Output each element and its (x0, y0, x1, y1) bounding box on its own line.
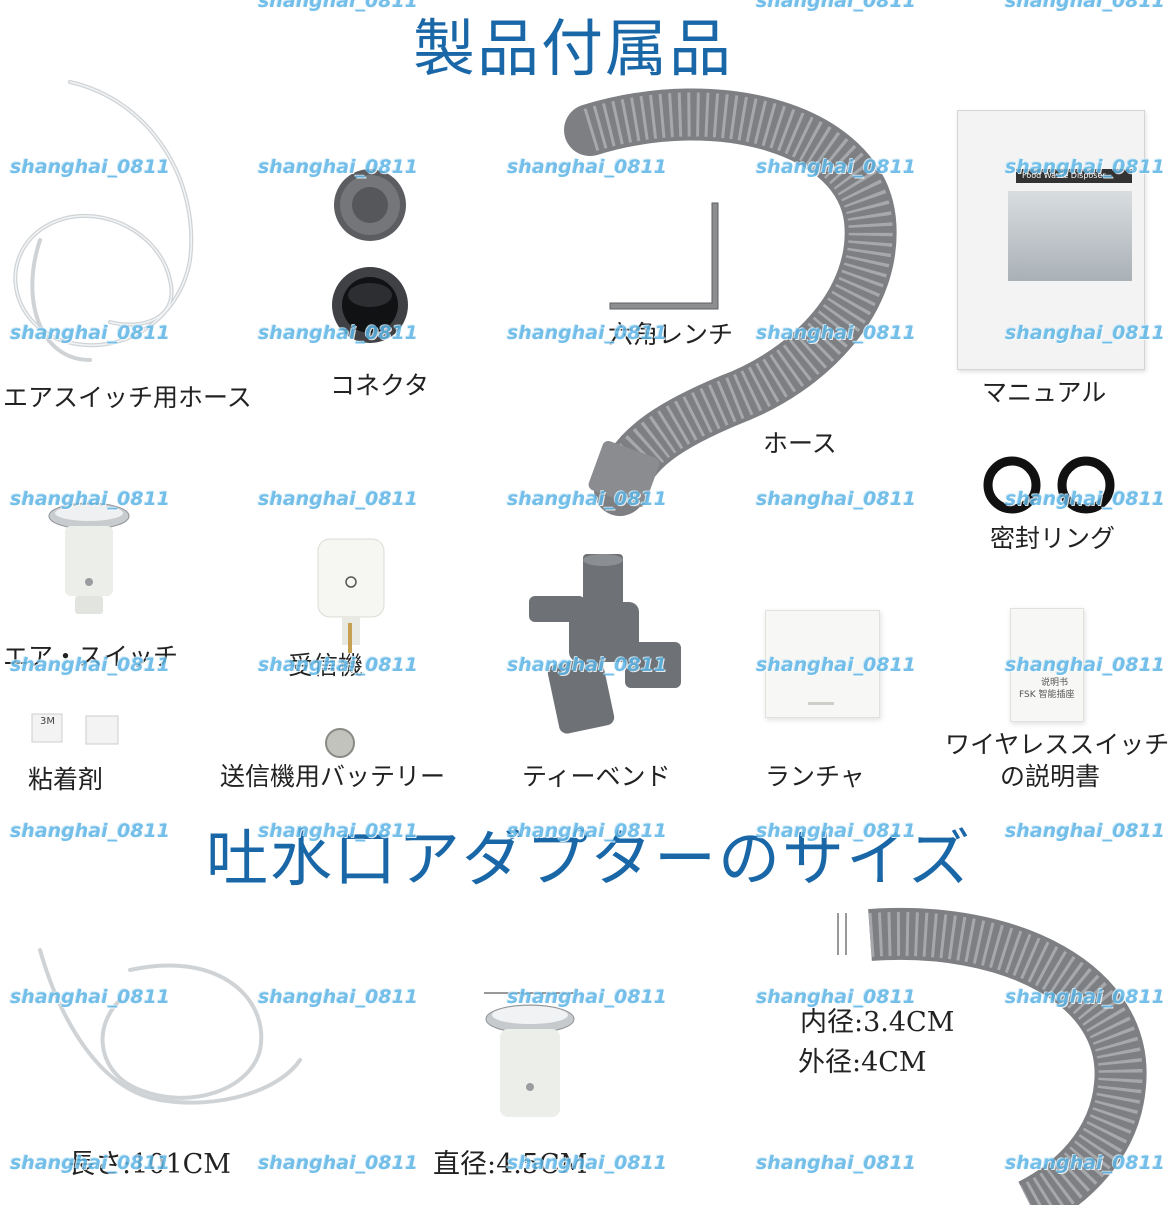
label-adhesive: 粘着剤 (28, 765, 104, 794)
watermark: shanghai_0811 (507, 654, 668, 676)
watermark: shanghai_0811 (507, 322, 668, 344)
label-receiver: 受信機 (288, 651, 364, 680)
leaflet-brand: FSK 智能插座 (1019, 690, 1075, 700)
watermark: shanghai_0811 (1005, 488, 1166, 510)
watermark: shanghai_0811 (258, 820, 419, 842)
watermark: shanghai_0811 (1005, 0, 1166, 12)
heading-adapter-size: 吐水口アダプターのサイズ (206, 822, 973, 895)
watermark: shanghai_0811 (756, 488, 917, 510)
hose-image (564, 88, 897, 516)
watermark: shanghai_0811 (756, 820, 917, 842)
label-inner-diameter: 内径:3.4CM (800, 1007, 955, 1038)
launcher-image (765, 610, 880, 718)
watermark: shanghai_0811 (756, 156, 917, 178)
tape-brand-label: 3M (40, 716, 55, 727)
watermark: shanghai_0811 (756, 986, 917, 1008)
air-switch-hose-image (13, 80, 194, 362)
heading-accessories: 製品付属品 (413, 12, 734, 85)
watermark: shanghai_0811 (10, 1152, 171, 1174)
watermark: shanghai_0811 (258, 322, 419, 344)
watermark: shanghai_0811 (258, 0, 419, 12)
manual-cover-photo (1008, 191, 1132, 281)
size-air-switch-image (484, 992, 575, 1117)
leaflet-title: 说明书 (1041, 678, 1069, 688)
watermark: shanghai_0811 (1005, 1152, 1166, 1174)
watermark: shanghai_0811 (10, 156, 171, 178)
label-hose-length: 長さ:101CM (68, 1149, 231, 1180)
label-hose: ホース (763, 429, 837, 458)
label-hex-wrench: 六角レンチ (608, 320, 734, 349)
watermark: shanghai_0811 (258, 156, 419, 178)
label-connector: コネクタ (330, 371, 430, 400)
tee-bend-image (529, 554, 681, 734)
label-switch-diameter: 直径:4.5CM (433, 1149, 588, 1180)
air-switch-image (48, 502, 130, 614)
size-hose-image (38, 948, 302, 1105)
label-wireless-switch-manual-2: の説明書 (1000, 762, 1101, 791)
watermark: shanghai_0811 (258, 986, 419, 1008)
watermark: shanghai_0811 (507, 1152, 668, 1174)
label-wireless-switch-manual-1: ワイヤレススイッチ (945, 730, 1170, 759)
watermark: shanghai_0811 (10, 322, 171, 344)
watermark: shanghai_0811 (756, 654, 917, 676)
size-hose-large-image (837, 908, 1147, 1205)
label-tee-bend: ティーベンド (522, 762, 671, 791)
watermark: shanghai_0811 (756, 1152, 917, 1174)
watermark: shanghai_0811 (1005, 156, 1166, 178)
battery-image (325, 728, 355, 758)
watermark: shanghai_0811 (10, 820, 171, 842)
label-outer-diameter: 外径:4CM (798, 1047, 927, 1078)
watermark: shanghai_0811 (1005, 322, 1166, 344)
manual-cover-title: Food Waste Disposer (1016, 169, 1132, 183)
seal-ring-image (983, 456, 1115, 514)
watermark: shanghai_0811 (756, 322, 917, 344)
watermark: shanghai_0811 (10, 654, 171, 676)
label-seal-ring: 密封リング (990, 524, 1116, 553)
watermark: shanghai_0811 (10, 986, 171, 1008)
watermark: shanghai_0811 (1005, 654, 1166, 676)
watermark: shanghai_0811 (258, 1152, 419, 1174)
label-manual: マニュアル (982, 378, 1107, 407)
receiver-image (317, 538, 385, 653)
adhesive-image (31, 713, 119, 745)
watermark: shanghai_0811 (507, 820, 668, 842)
watermark: shanghai_0811 (10, 488, 171, 510)
watermark: shanghai_0811 (1005, 986, 1166, 1008)
watermark: shanghai_0811 (756, 0, 917, 12)
watermark: shanghai_0811 (1005, 820, 1166, 842)
watermark: shanghai_0811 (258, 488, 419, 510)
manual-image: Food Waste Disposer (957, 110, 1145, 370)
watermark: shanghai_0811 (507, 488, 668, 510)
label-air-switch: エア・スイッチ (3, 642, 179, 671)
hex-wrench-image (609, 202, 719, 310)
watermark: shanghai_0811 (507, 986, 668, 1008)
wireless-switch-manual-image: 说明书 FSK 智能插座 (1010, 608, 1084, 722)
label-launcher: ランチャ (765, 762, 865, 791)
label-transmitter-battery: 送信機用バッテリー (220, 762, 446, 791)
connector-image (332, 169, 408, 343)
label-air-switch-hose: エアスイッチ用ホース (3, 383, 252, 412)
watermark: shanghai_0811 (507, 156, 668, 178)
watermark: shanghai_0811 (258, 654, 419, 676)
